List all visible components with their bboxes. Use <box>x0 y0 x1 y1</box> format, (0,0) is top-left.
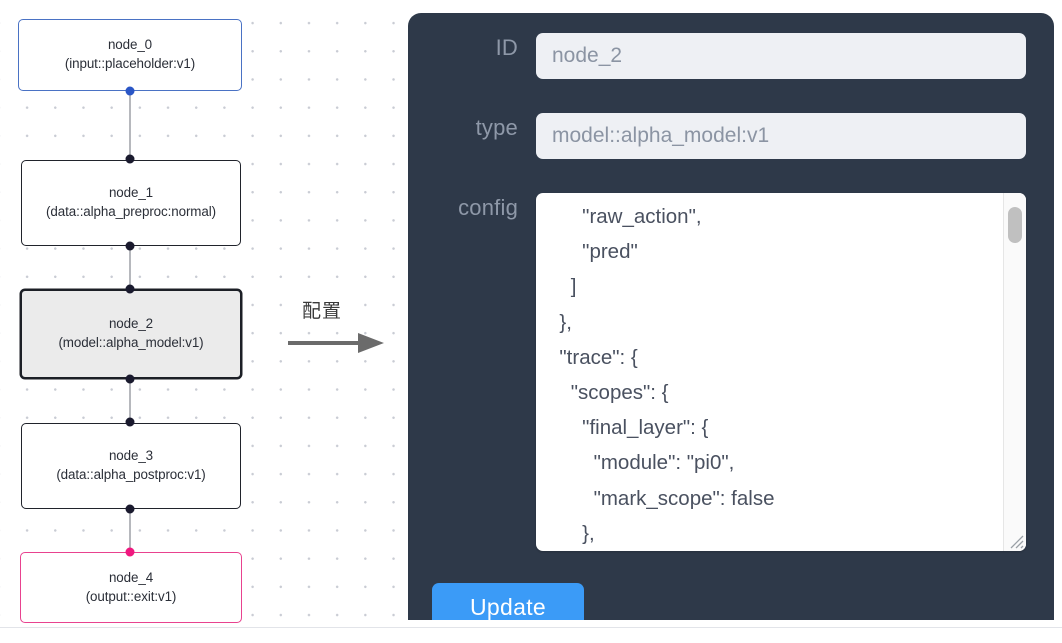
node_3-target-handle[interactable] <box>125 417 135 427</box>
node_0-source-handle[interactable] <box>125 86 135 96</box>
resize-grip-icon[interactable] <box>1005 530 1025 550</box>
edge-node3-node4 <box>129 508 131 553</box>
node-label: node_1 (data::alpha_preproc:normal) <box>46 185 216 219</box>
config-scrollbar-track[interactable] <box>1003 193 1026 551</box>
label-config: config <box>458 195 518 220</box>
edge-node0-node1 <box>129 90 131 161</box>
node_1-target-handle[interactable] <box>125 154 135 164</box>
type-input[interactable] <box>536 113 1026 159</box>
field-row-id: ID <box>432 33 1026 79</box>
node-label: node_2 (model::alpha_model:v1) <box>58 316 204 350</box>
node-label: node_4 (output::exit:v1) <box>85 569 177 604</box>
label-id: ID <box>495 35 518 60</box>
right-arrow-icon <box>288 333 384 353</box>
field-row-type: type <box>432 113 1026 159</box>
canvas-bottom-divider <box>0 627 1062 628</box>
node_2-source-handle[interactable] <box>125 374 135 384</box>
graph-node-node_0[interactable]: node_0 (input::placeholder:v1) <box>18 19 242 91</box>
id-input[interactable] <box>536 33 1026 79</box>
config-textarea[interactable]: "raw_action", "pred" ] }, "trace": { "sc… <box>559 205 775 545</box>
graph-node-node_2[interactable]: node_2 (model::alpha_model:v1) <box>20 289 242 379</box>
node-label: node_3 (data::alpha_postproc:v1) <box>56 448 206 482</box>
node-label: node_0 (input::placeholder:v1) <box>64 37 196 71</box>
field-row-config: config "raw_action", "pred" ] }, "trace"… <box>432 193 1026 551</box>
graph-node-node_4[interactable]: node_4 (output::exit:v1) <box>20 552 242 623</box>
label-type: type <box>475 115 518 140</box>
edge-node2-node3 <box>129 378 131 424</box>
config-textarea-wrapper[interactable]: "raw_action", "pred" ] }, "trace": { "sc… <box>536 193 1026 551</box>
config-scrollbar-thumb[interactable] <box>1008 207 1022 243</box>
node_2-target-handle[interactable] <box>125 284 135 294</box>
arrow-label: 配置 <box>302 300 343 322</box>
node_3-source-handle[interactable] <box>125 504 135 514</box>
node_4-target-handle[interactable] <box>125 547 135 557</box>
config-flow-annotation: 配置 <box>288 296 398 358</box>
graph-node-node_1[interactable]: node_1 (data::alpha_preproc:normal) <box>21 160 241 246</box>
update-button[interactable]: Update <box>432 583 584 620</box>
graph-node-node_3[interactable]: node_3 (data::alpha_postproc:v1) <box>21 423 241 509</box>
edge-node1-node2 <box>129 245 131 290</box>
node_1-source-handle[interactable] <box>125 241 135 251</box>
node-config-panel: ID type config "raw_action", "pred" ] },… <box>408 13 1054 620</box>
